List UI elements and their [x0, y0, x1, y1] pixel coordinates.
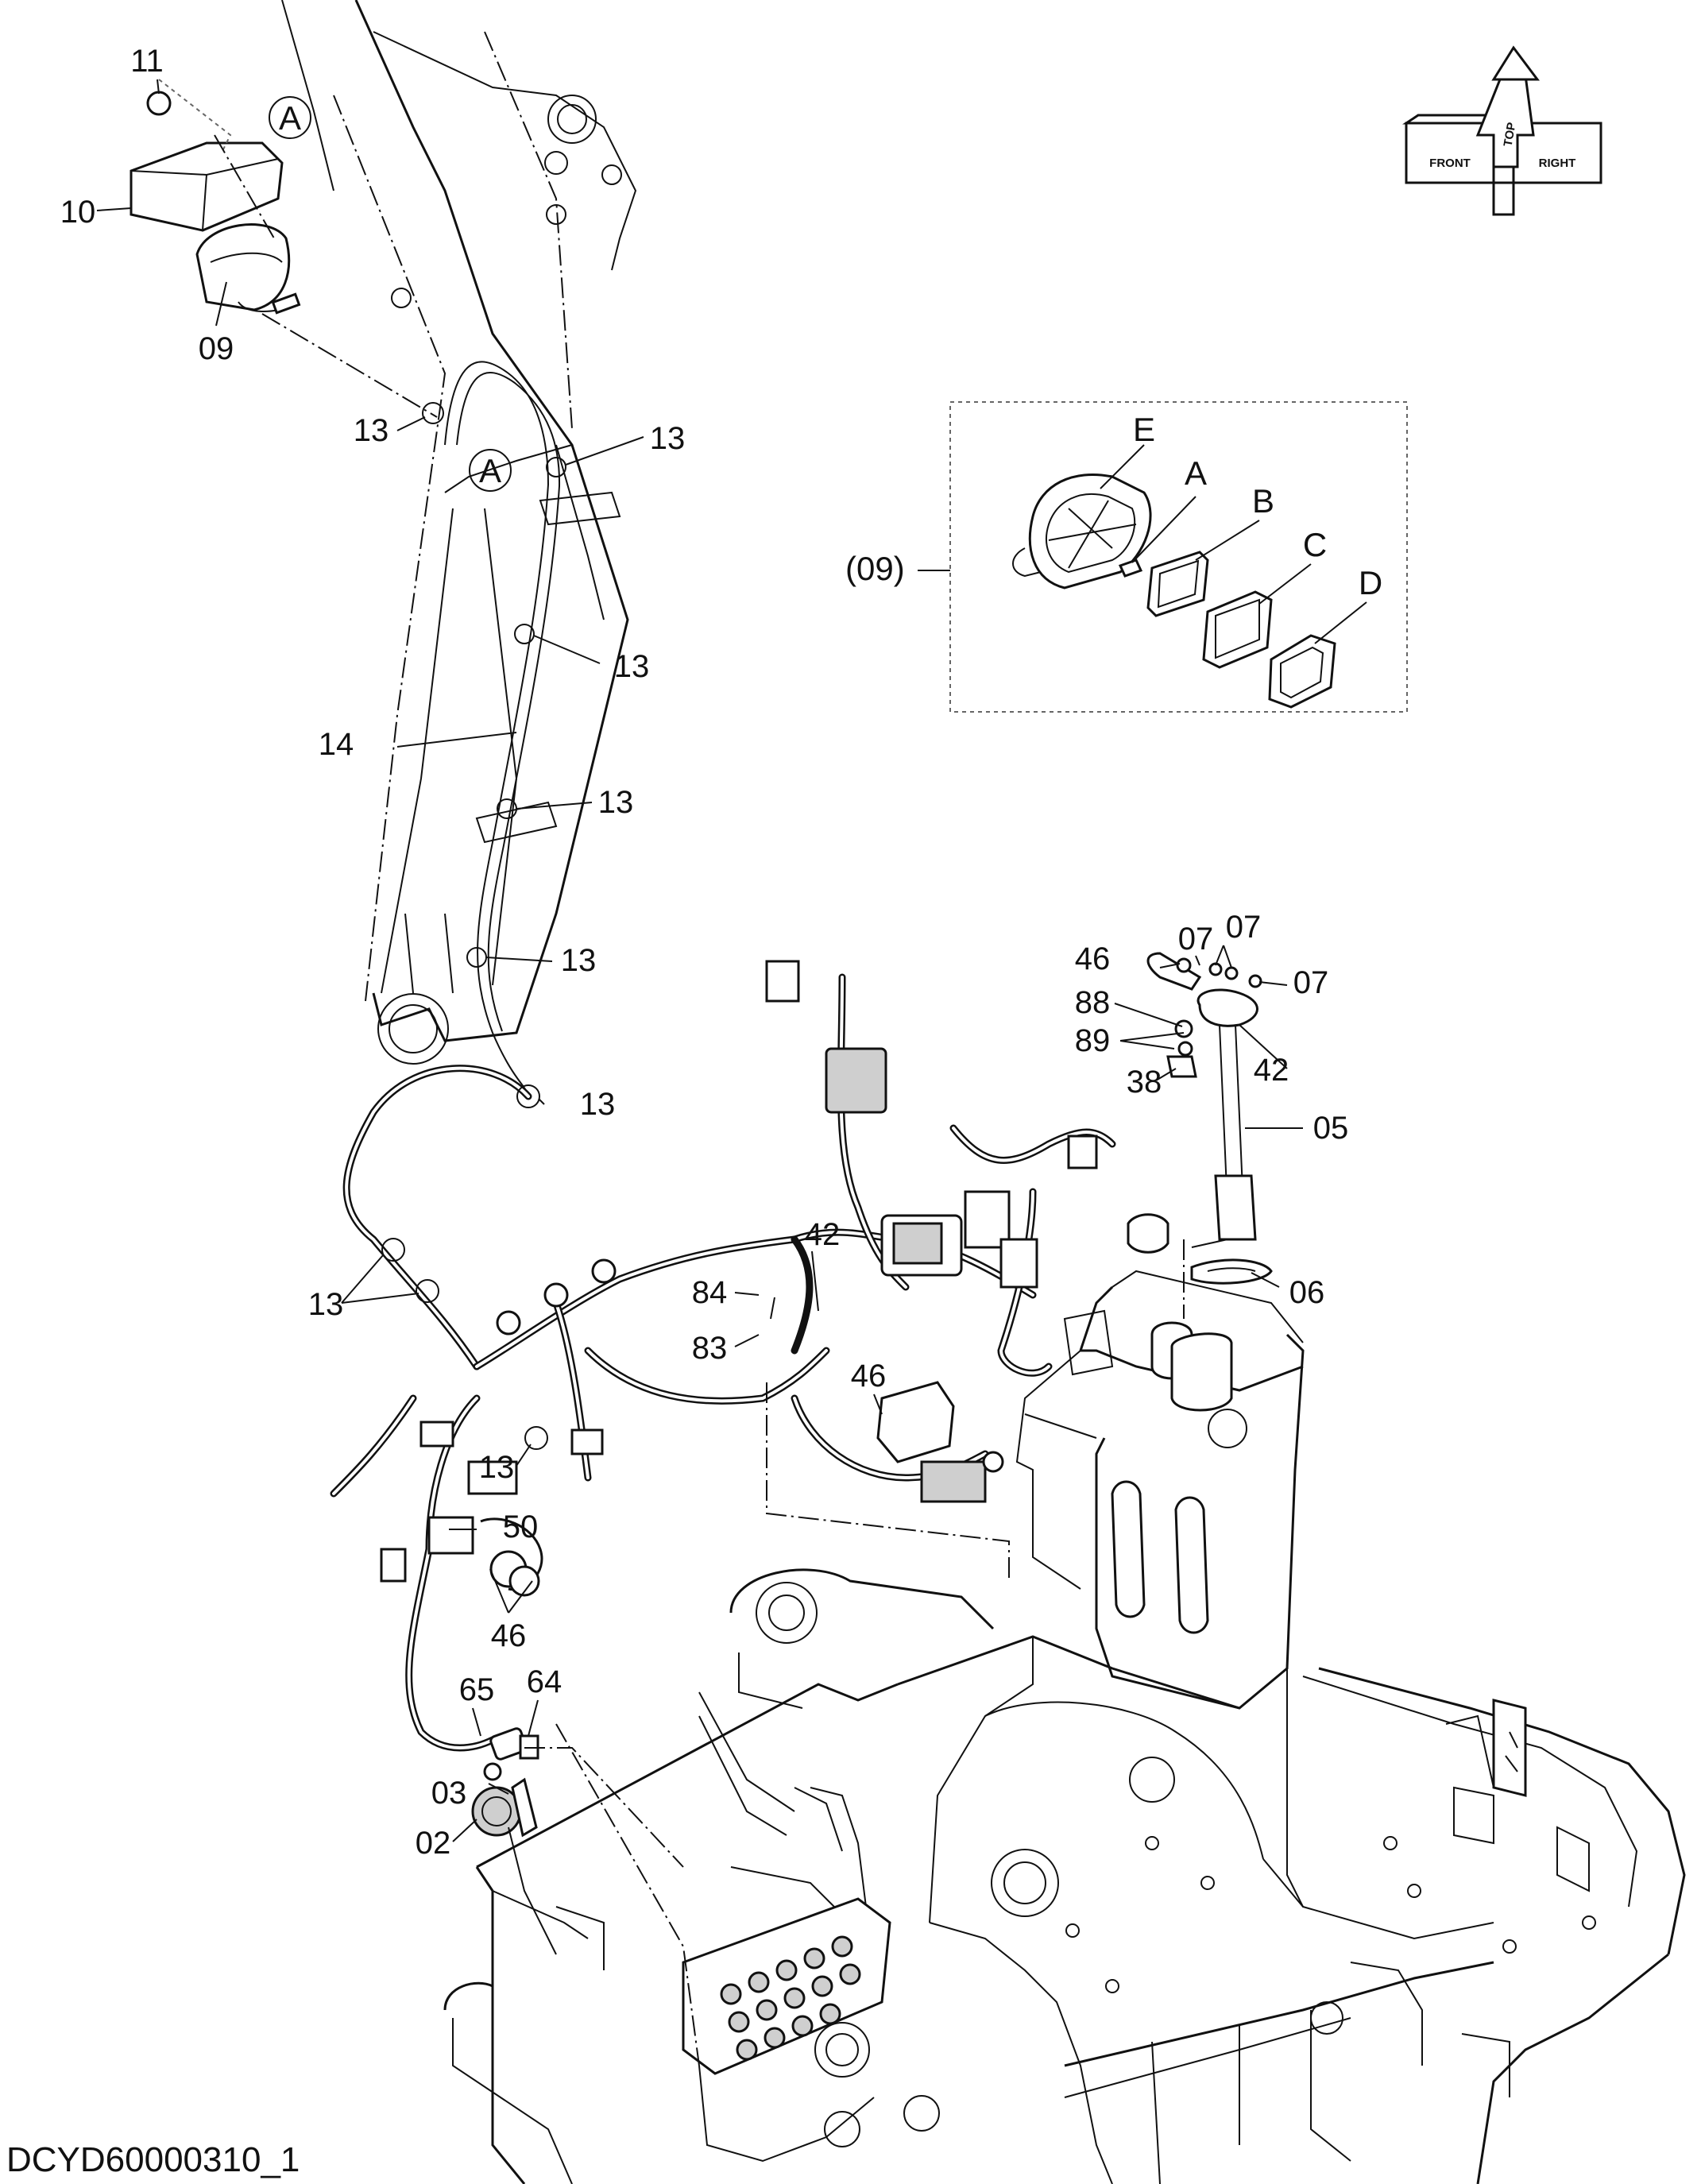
fuel-level-sensor	[1127, 952, 1273, 1285]
callout-07-a: 07	[1178, 922, 1214, 957]
callout-46-c: 46	[491, 1618, 527, 1653]
detail-box-09: (09) E A B C D	[845, 401, 1408, 713]
callout-06: 06	[1289, 1275, 1325, 1310]
callout-13-g: 13	[308, 1287, 344, 1322]
control-valve-bank	[682, 1897, 940, 2163]
horn-assembly	[471, 1727, 539, 1838]
callout-65: 65	[459, 1672, 495, 1707]
callout-46-b: 46	[1075, 941, 1111, 976]
detail-letter-d: D	[1359, 564, 1382, 601]
callout-89: 89	[1075, 1023, 1111, 1058]
orientation-top-label: TOP	[1502, 122, 1519, 148]
callout-38: 38	[1127, 1065, 1162, 1100]
callout-labels: 11 10 09 13 13 13 13 13 13 13 13 14 42 4…	[60, 44, 1349, 1861]
view-marker-a-bottom-label: A	[479, 452, 501, 489]
boom-structure	[281, 0, 637, 1065]
callout-42-b: 42	[1254, 1053, 1289, 1088]
callout-46-a: 46	[851, 1359, 887, 1394]
orientation-front-label: FRONT	[1429, 157, 1471, 170]
callout-83: 83	[692, 1331, 728, 1366]
callout-11: 11	[130, 44, 164, 79]
callout-13-a: 13	[354, 413, 389, 448]
view-marker-a-top: A	[269, 96, 311, 139]
callout-02: 02	[416, 1826, 451, 1861]
detail-letter-c: C	[1303, 526, 1327, 563]
detail-letter-e: E	[1133, 411, 1155, 448]
callout-07-c: 07	[1293, 965, 1329, 1000]
callout-03: 03	[431, 1776, 467, 1811]
view-marker-a-bottom: A	[469, 449, 512, 492]
callout-13-c: 13	[614, 649, 650, 684]
view-marker-a-top-label: A	[279, 99, 301, 137]
callout-13-f: 13	[580, 1087, 616, 1122]
main-wire-harness	[330, 402, 1116, 1752]
callout-05: 05	[1313, 1111, 1349, 1146]
callout-13-b: 13	[650, 421, 686, 456]
callout-42-a: 42	[805, 1217, 841, 1252]
orientation-badge: FRONT RIGHT TOP	[1402, 45, 1602, 216]
callout-84: 84	[692, 1275, 728, 1310]
detail-letter-a: A	[1185, 454, 1207, 492]
callout-09: 09	[199, 331, 234, 366]
boom-wire-harness	[444, 361, 561, 1097]
detail-letter-b: B	[1252, 482, 1274, 520]
work-light-assembly	[130, 79, 438, 418]
detail-box-label: (09)	[845, 550, 905, 587]
hydraulic-tank	[1015, 1270, 1305, 1710]
drawing-code: DCYD60000310_1	[6, 2140, 300, 2179]
callout-88: 88	[1075, 985, 1111, 1020]
callout-13-d: 13	[598, 785, 634, 820]
upper-frame	[443, 1568, 1686, 2184]
callout-64: 64	[527, 1664, 562, 1699]
reference-lines	[524, 1239, 1185, 2066]
callout-leaders	[96, 79, 1303, 1842]
callout-07-b: 07	[1226, 910, 1262, 945]
callout-50: 50	[503, 1509, 539, 1544]
orientation-right-label: RIGHT	[1539, 157, 1576, 170]
callout-13-h: 13	[479, 1450, 515, 1485]
callout-10: 10	[60, 195, 96, 230]
callout-13-e: 13	[561, 943, 597, 978]
callout-14: 14	[319, 727, 354, 762]
